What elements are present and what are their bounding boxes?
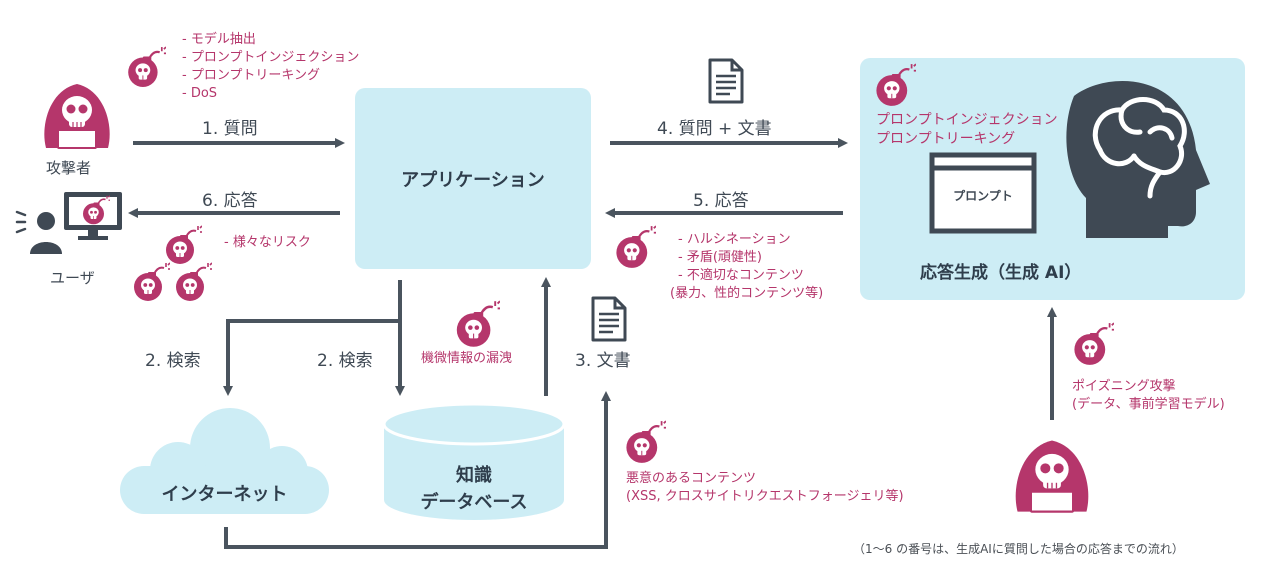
ai-threat-bomb-icon: [875, 63, 916, 107]
output-threat-list: - ハルシネーション - 矛盾(頑健性) - 不適切なコンテンツ (暴力、性的コ…: [670, 231, 823, 303]
internet-cloud-icon: [120, 408, 329, 514]
database-label-line1: 知識: [456, 465, 492, 486]
attacker-threat-item: - プロンプトインジェクション: [182, 50, 360, 65]
footnote: （1～6 の番号は、生成AIに質問した場合の応答までの流れ）: [853, 542, 1184, 556]
malicious-content-bomb-icon: [625, 420, 666, 464]
ai-title: 応答生成（生成 AI）: [920, 263, 1082, 283]
step4-label: 4. 質問 + 文書: [657, 119, 772, 139]
step6-label: 6. 応答: [202, 191, 258, 211]
attacker-label: 攻撃者: [46, 159, 92, 177]
step2-internet-label: 2. 検索: [145, 351, 201, 371]
poisoning-label: ポイズニング攻撃 (データ、事前学習モデル): [1072, 378, 1225, 414]
malicious-content-line: (XSS, クロスサイトリクエストフォージェリ等): [626, 489, 904, 504]
ai-threat-item: プロンプトリーキング: [876, 131, 1016, 147]
attacker-threat-bomb-icon: [127, 46, 166, 88]
user-computer-icon: [15, 192, 122, 254]
application-title: アプリケーション: [401, 170, 545, 191]
attacker-icon: [43, 83, 111, 149]
database-label: 知識 データベース: [384, 462, 564, 516]
attacker-threat-item: - DoS: [182, 86, 218, 101]
brain-head-icon: [1066, 81, 1210, 238]
malicious-content-line: 悪意のあるコンテンツ: [626, 471, 757, 486]
output-threat-item: (暴力、性的コンテンツ等): [670, 286, 824, 301]
document-icon-retrieval: [591, 296, 627, 342]
application-box: [355, 88, 591, 269]
output-threat-item: - 矛盾(頑健性): [678, 250, 762, 265]
step5-label: 5. 応答: [693, 191, 749, 211]
attacker-threat-item: - プロンプトリーキング: [182, 68, 321, 83]
user-label: ユーザ: [50, 269, 95, 287]
leak-bomb-icon: [455, 300, 500, 348]
user-risk-bomb-icon-3: [175, 262, 212, 302]
poisoning-line: ポイズニング攻撃: [1072, 379, 1176, 394]
arrow-step2-internet: [223, 280, 402, 396]
step2-database-label: 2. 検索: [317, 351, 373, 371]
user-risk-bomb-icon-2: [133, 262, 170, 302]
attacker-threat-item: - モデル抽出: [182, 32, 256, 47]
step3-label: 3. 文書: [575, 351, 631, 371]
poisoning-attacker-icon: [1014, 439, 1090, 513]
user-risk-label: - 様々なリスク: [224, 235, 311, 250]
internet-label: インターネット: [161, 484, 288, 505]
poisoning-line: (データ、事前学習モデル): [1072, 397, 1225, 412]
attacker-threat-list: - モデル抽出 - プロンプトインジェクション - プロンプトリーキング - D…: [182, 31, 359, 103]
database-label-line2: データベース: [420, 492, 528, 513]
malicious-content-label: 悪意のあるコンテンツ (XSS, クロスサイトリクエストフォージェリ等): [626, 470, 904, 506]
output-threat-item: - 不適切なコンテンツ: [678, 268, 804, 283]
ai-threat-item: プロンプトインジェクション: [876, 112, 1058, 128]
document-icon-ai-request: [708, 58, 744, 104]
prompt-window-icon: [929, 152, 1037, 234]
poisoning-bomb-icon: [1073, 322, 1114, 366]
step1-label: 1. 質問: [202, 119, 258, 139]
leak-label: 機微情報の漏洩: [421, 351, 513, 366]
output-threat-item: - ハルシネーション: [678, 232, 791, 247]
user-risk-bomb-icon-1: [165, 225, 202, 265]
ai-threat-list: プロンプトインジェクション プロンプトリーキング: [876, 111, 1058, 149]
arrow-step3-internet: [224, 391, 611, 549]
prompt-window-label: プロンプト: [953, 189, 1013, 203]
knowledge-database-icon: [382, 402, 566, 520]
output-threat-bomb-icon: [615, 225, 656, 269]
